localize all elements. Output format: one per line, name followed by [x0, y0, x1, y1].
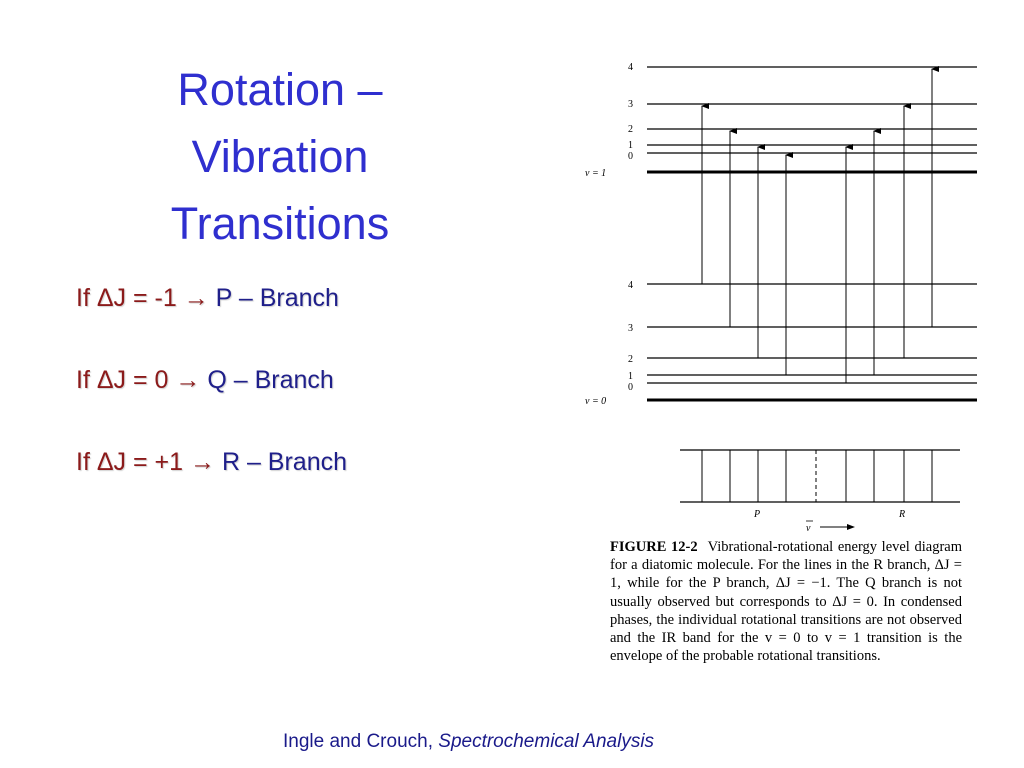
- level-label-lower-4: 4: [628, 280, 633, 291]
- citation-book-title: Spectrochemical Analysis: [438, 731, 655, 752]
- title-line-2: Vibration: [191, 131, 369, 182]
- slide-title: Rotation – Vibration Transitions: [120, 56, 440, 257]
- r-branch-label: R: [898, 509, 905, 520]
- figure-number: FIGURE 12-2: [610, 539, 698, 555]
- rule-arrow: →: [189, 448, 215, 476]
- figure-caption-text: Vibrational-rotational energy level diag…: [610, 539, 962, 665]
- energy-level-diagram: 4 3 2 1 0 v = 1 4 3 2 1 0 v = 0 P R: [585, 62, 977, 534]
- level-label-lower-2: 2: [628, 354, 633, 365]
- state-label-v0: v = 0: [585, 396, 606, 407]
- citation: Ingle and Crouch, Spectrochemical Analys…: [283, 731, 654, 753]
- wavenumber-arrow-head: [847, 524, 855, 530]
- p-branch-label: P: [753, 509, 760, 520]
- rule-p-branch: If ΔJ = -1 → P – Branch: [76, 284, 339, 313]
- rule-condition: If ΔJ = 0: [76, 366, 169, 394]
- title-line-3: Transitions: [170, 198, 390, 249]
- rule-arrow: →: [175, 366, 201, 394]
- level-label-upper-4: 4: [628, 62, 633, 73]
- level-label-lower-1: 1: [628, 371, 633, 382]
- rule-result: R – Branch: [221, 448, 347, 476]
- rule-result: P – Branch: [215, 284, 339, 312]
- rule-condition: If ΔJ = -1: [76, 284, 177, 312]
- level-label-upper-1: 1: [628, 140, 633, 151]
- title-line-1: Rotation –: [177, 64, 383, 115]
- citation-authors: Ingle and Crouch,: [283, 731, 439, 752]
- wavenumber-label: ν: [806, 523, 811, 534]
- state-label-v1: v = 1: [585, 168, 606, 179]
- level-label-lower-3: 3: [628, 323, 633, 334]
- rule-arrow: →: [183, 284, 209, 312]
- rule-q-branch: If ΔJ = 0 → Q – Branch: [76, 366, 334, 395]
- level-label-upper-0: 0: [628, 151, 633, 162]
- rule-condition: If ΔJ = +1: [76, 448, 184, 476]
- level-label-upper-3: 3: [628, 99, 633, 110]
- rule-result: Q – Branch: [207, 366, 334, 394]
- level-label-upper-2: 2: [628, 124, 633, 135]
- level-label-lower-0: 0: [628, 382, 633, 393]
- rule-r-branch: If ΔJ = +1 → R – Branch: [76, 448, 347, 477]
